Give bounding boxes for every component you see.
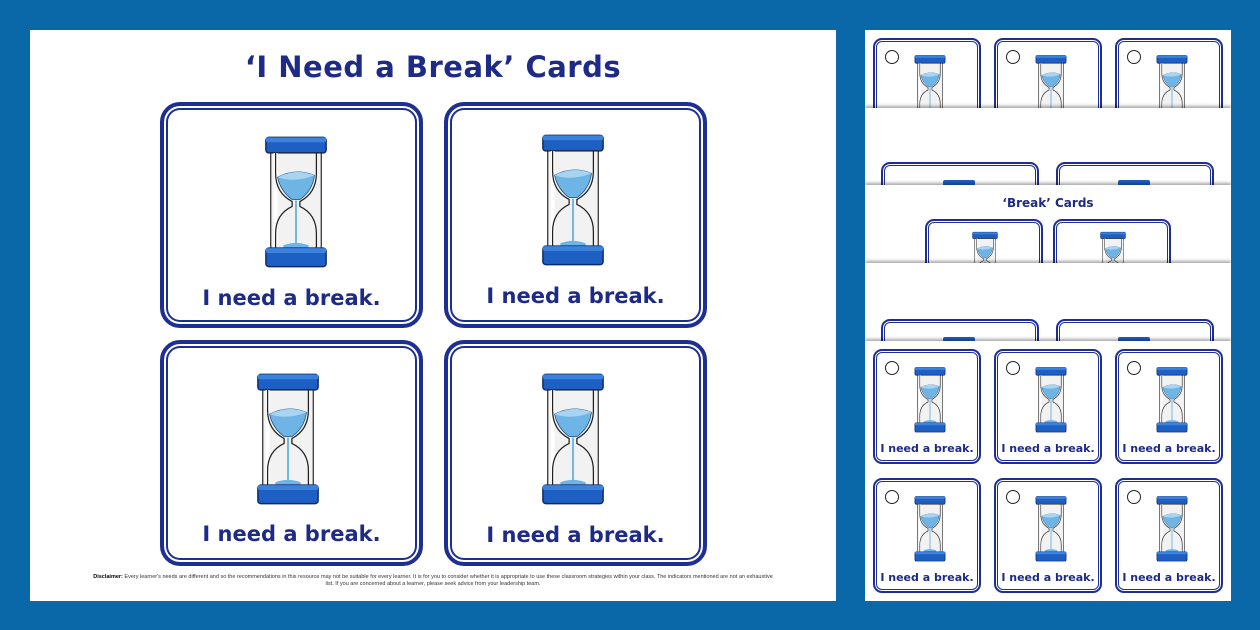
hourglass-icon <box>1155 494 1189 564</box>
break-card: I need a break. <box>160 102 423 328</box>
preview-stack: ‘Break’ Cards I need a break. I need a b… <box>865 30 1231 601</box>
hourglass-icon <box>539 131 607 270</box>
mini-caption: I need a break. <box>880 571 974 584</box>
worksheet-page: ‘I Need a Break’ Cards I need a break. I… <box>30 30 836 601</box>
disclaimer: Disclaimer: Every learner's needs are di… <box>90 574 776 588</box>
disclaimer-text: Every learner's needs are different and … <box>124 574 773 587</box>
punch-hole-icon <box>885 50 899 64</box>
strip-title: ‘Break’ Cards <box>1002 196 1094 210</box>
card-caption: I need a break. <box>486 523 665 547</box>
mini-caption: I need a break. <box>1122 571 1216 584</box>
preview-strip-bottom: I need a break. I need a break. I need a… <box>865 341 1231 601</box>
mini-caption: I need a break. <box>1001 571 1095 584</box>
disclaimer-label: Disclaimer: <box>93 574 123 580</box>
card-caption: I need a break. <box>486 284 665 308</box>
punch-hole-icon <box>885 490 899 504</box>
hourglass-icon <box>1034 365 1068 435</box>
mini-caption: I need a break. <box>1001 442 1095 455</box>
hourglass-icon <box>913 494 947 564</box>
page-title: ‘I Need a Break’ Cards <box>244 50 622 84</box>
mini-card: I need a break. <box>873 478 981 593</box>
mini-card: I need a break. <box>1115 349 1223 464</box>
break-card: I need a break. <box>444 102 707 328</box>
punch-hole-icon <box>1006 361 1020 375</box>
hourglass-icon <box>1155 365 1189 435</box>
mini-card: I need a break. <box>1115 478 1223 593</box>
card-caption: I need a break. <box>202 522 381 546</box>
punch-hole-icon <box>885 361 899 375</box>
preview-strip <box>865 108 1231 222</box>
mini-caption: I need a break. <box>1122 442 1216 455</box>
card-caption: I need a break. <box>202 286 381 310</box>
punch-hole-icon <box>1127 361 1141 375</box>
hourglass-icon <box>254 370 322 509</box>
mini-card: I need a break. <box>873 349 981 464</box>
punch-hole-icon <box>1006 50 1020 64</box>
punch-hole-icon <box>1127 50 1141 64</box>
preview-strip-top <box>865 30 1231 148</box>
preview-strip <box>865 263 1231 379</box>
hourglass-icon <box>262 133 330 272</box>
mini-caption: I need a break. <box>880 442 974 455</box>
hourglass-icon <box>913 365 947 435</box>
mini-card: I need a break. <box>994 478 1102 593</box>
break-card: I need a break. <box>444 340 707 566</box>
break-card: I need a break. <box>160 340 423 566</box>
mini-card: I need a break. <box>994 349 1102 464</box>
hourglass-icon <box>539 370 607 509</box>
punch-hole-icon <box>1006 490 1020 504</box>
punch-hole-icon <box>1127 490 1141 504</box>
hourglass-icon <box>1034 494 1068 564</box>
